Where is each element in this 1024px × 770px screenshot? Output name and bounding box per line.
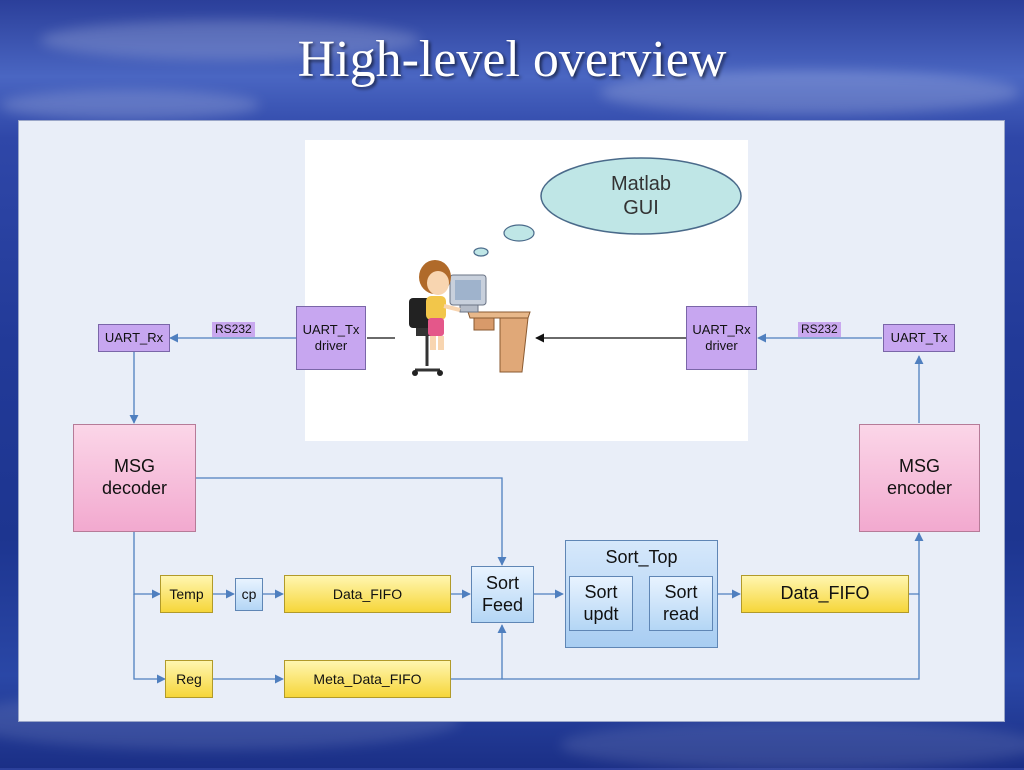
- msg-encoder: MSG encoder: [859, 424, 980, 532]
- temp-block: Temp: [160, 575, 213, 613]
- data-fifo-left: Data_FIFO: [284, 575, 451, 613]
- sort-read: Sort read: [649, 576, 713, 631]
- rs232-label-left: RS232: [212, 322, 255, 337]
- uart-tx-right: UART_Tx: [883, 324, 955, 352]
- meta-data-fifo: Meta_Data_FIFO: [284, 660, 451, 698]
- computer-icon: [449, 274, 487, 313]
- reg-block: Reg: [165, 660, 213, 698]
- desk-icon: [467, 311, 531, 373]
- uart-rx-driver: UART_Rx driver: [686, 306, 757, 370]
- sort-updt: Sort updt: [569, 576, 633, 631]
- rs232-label-right: RS232: [798, 322, 841, 337]
- sort-feed: Sort Feed: [471, 566, 534, 623]
- thought-dot-small: [473, 247, 489, 257]
- cp-block: cp: [235, 578, 263, 611]
- uart-rx-left: UART_Rx: [98, 324, 170, 352]
- slide-title: High-level overview: [297, 31, 727, 88]
- uart-tx-driver: UART_Tx driver: [296, 306, 366, 370]
- data-fifo-right: Data_FIFO: [741, 575, 909, 613]
- thought-bubble: [540, 157, 742, 235]
- thought-text: Matlab GUI: [610, 173, 672, 219]
- sort-top-label: Sort_Top: [605, 547, 678, 567]
- girl-icon: [419, 260, 461, 350]
- thought-dot-large: [503, 224, 535, 242]
- msg-decoder: MSG decoder: [73, 424, 196, 532]
